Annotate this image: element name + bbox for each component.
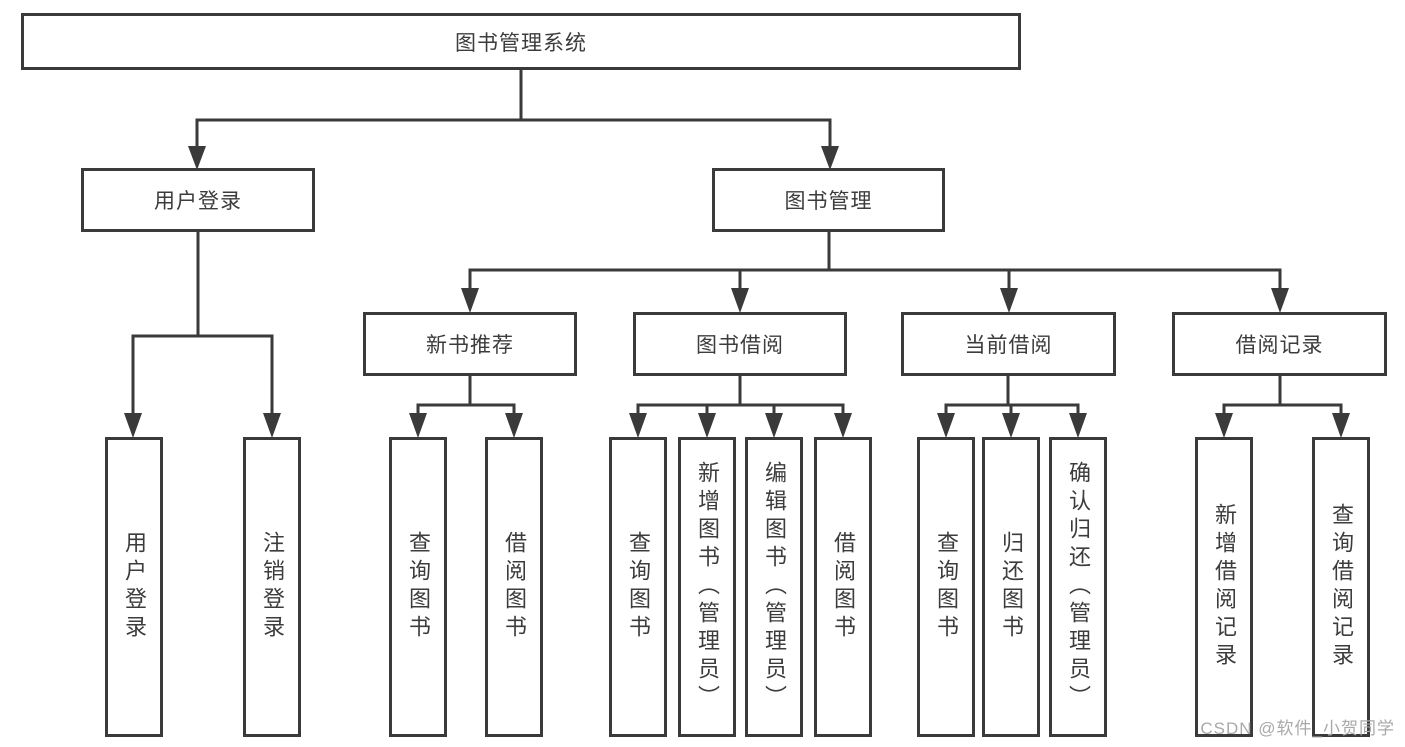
leaf-query-borrow-record-label: 查询借阅记录 — [1329, 503, 1354, 671]
leaf-query-borrow-record: 查询借阅记录 — [1312, 437, 1370, 737]
leaf-borrow-books-1: 借阅图书 — [485, 437, 543, 737]
leaf-edit-books-admin-label: 编辑图书（管理员） — [762, 461, 787, 713]
leaf-edit-books-admin: 编辑图书（管理员） — [745, 437, 803, 737]
node-new-book-recommend: 新书推荐 — [363, 312, 577, 376]
node-current-borrow: 当前借阅 — [901, 312, 1116, 376]
node-current-borrow-label: 当前借阅 — [964, 334, 1053, 357]
leaf-query-books-2: 查询图书 — [609, 437, 667, 737]
leaf-add-borrow-record: 新增借阅记录 — [1195, 437, 1253, 737]
leaf-query-books-3-label: 查询图书 — [934, 531, 959, 643]
leaf-confirm-return-admin-label: 确认归还（管理员） — [1066, 461, 1091, 713]
node-book-borrow: 图书借阅 — [633, 312, 847, 376]
node-book-management: 图书管理 — [712, 168, 945, 232]
leaf-query-books-3: 查询图书 — [917, 437, 975, 737]
leaf-user-login-label: 用户登录 — [122, 531, 147, 643]
node-book-management-label: 图书管理 — [784, 190, 873, 213]
leaf-query-books-2-label: 查询图书 — [626, 531, 651, 643]
leaf-add-borrow-record-label: 新增借阅记录 — [1212, 503, 1237, 671]
leaf-logout-label: 注销登录 — [260, 531, 285, 643]
leaf-user-login: 用户登录 — [105, 437, 163, 737]
leaf-borrow-books-2-label: 借阅图书 — [831, 531, 856, 643]
leaf-add-books-admin: 新增图书（管理员） — [678, 437, 736, 737]
node-new-book-recommend-label: 新书推荐 — [426, 334, 514, 357]
node-borrow-records: 借阅记录 — [1172, 312, 1387, 376]
leaf-return-books: 归还图书 — [982, 437, 1040, 737]
leaf-confirm-return-admin: 确认归还（管理员） — [1049, 437, 1107, 737]
node-book-borrow-label: 图书借阅 — [696, 334, 784, 357]
node-root: 图书管理系统 — [21, 13, 1021, 70]
leaf-return-books-label: 归还图书 — [999, 531, 1024, 643]
csdn-watermark: CSDN @软件_小贺同学 — [1200, 719, 1395, 738]
node-borrow-records-label: 借阅记录 — [1235, 334, 1324, 357]
leaf-borrow-books-1-label: 借阅图书 — [502, 531, 527, 643]
leaf-add-books-admin-label: 新增图书（管理员） — [695, 461, 720, 713]
node-user-login: 用户登录 — [81, 168, 315, 232]
node-root-label: 图书管理系统 — [455, 31, 587, 55]
leaf-borrow-books-2: 借阅图书 — [814, 437, 872, 737]
leaf-logout: 注销登录 — [243, 437, 301, 737]
leaf-query-books-1-label: 查询图书 — [406, 531, 431, 643]
leaf-query-books-1: 查询图书 — [389, 437, 447, 737]
node-user-login-label: 用户登录 — [154, 190, 242, 213]
